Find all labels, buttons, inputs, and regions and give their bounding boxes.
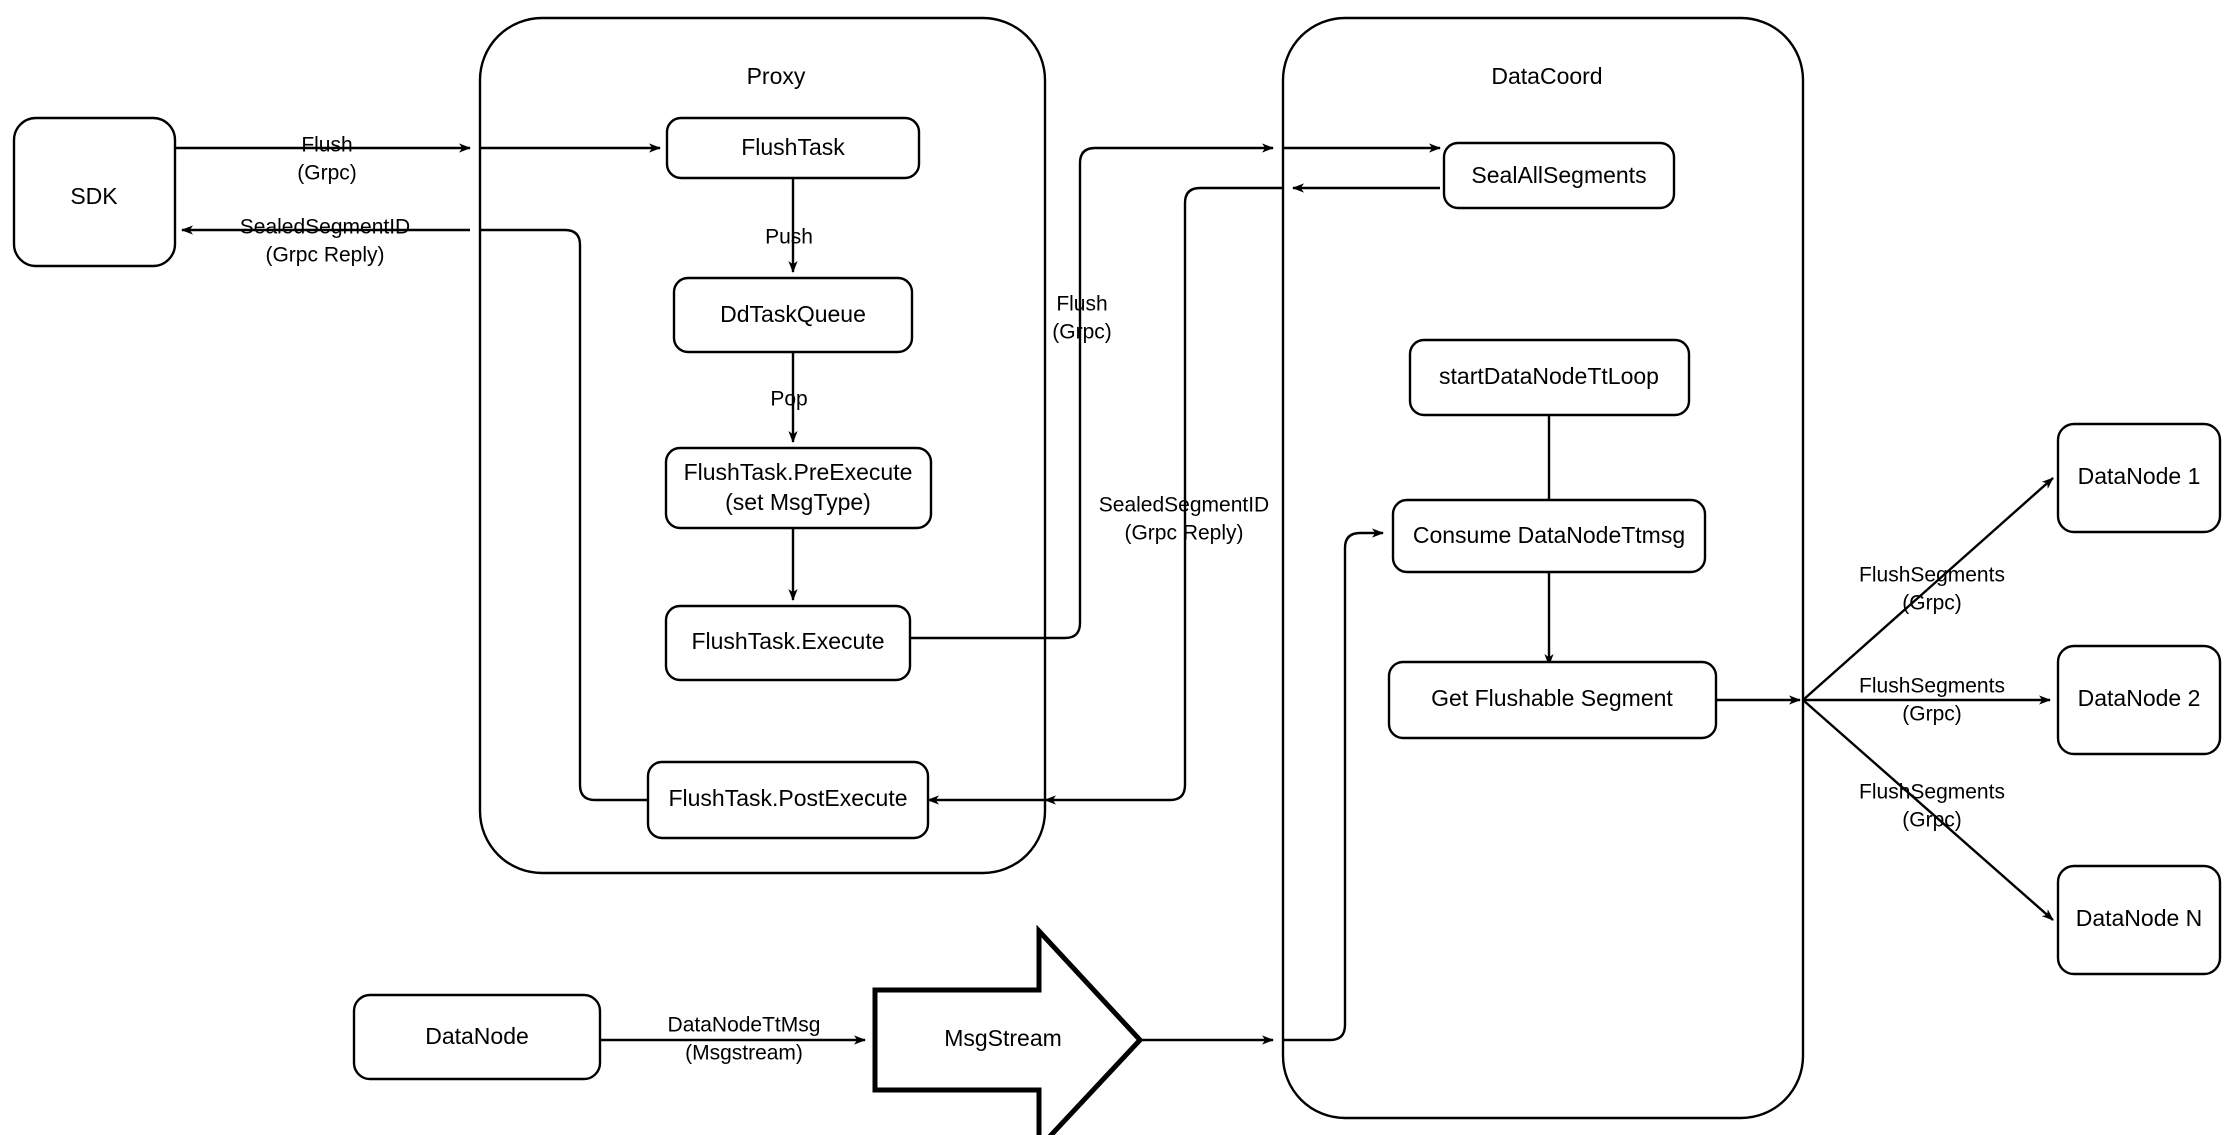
- edge-label-proxy-to-datacoord: Flush (Grpc): [1052, 293, 1112, 344]
- edge-label-flush-segments-n: FlushSegments (Grpc): [1859, 781, 2005, 832]
- edge-label-datacoord-to-proxy: SealedSegmentID (Grpc Reply): [1099, 494, 1269, 545]
- node-start-datanode-tt-loop[interactable]: startDataNodeTtLoop: [1408, 338, 1691, 417]
- edge-label-datanode-ttmsg: DataNodeTtMsg (Msgstream): [668, 1014, 821, 1065]
- node-get-flushable-segment[interactable]: Get Flushable Segment: [1387, 660, 1718, 740]
- datanode-2-box-shape: [2056, 644, 2222, 756]
- ddtaskqueue-box-shape: [672, 276, 914, 354]
- edge-label-flushsegments-n-line1: FlushSegments: [1859, 781, 2005, 804]
- edge-label-flush-grpc-line1: Flush: [301, 134, 352, 157]
- edge-label-flushsegments-2-line1: FlushSegments: [1859, 675, 2005, 698]
- node-datanode-1[interactable]: DataNode 1: [2056, 422, 2222, 534]
- edge-label-sealedsegmentid-line1: SealedSegmentID: [240, 216, 410, 239]
- proxy-container-label: Proxy: [747, 63, 806, 89]
- flushtask-box-shape: [665, 116, 921, 180]
- datanode-1-label: DataNode 1: [2078, 463, 2201, 489]
- node-datanode-source[interactable]: DataNode: [352, 993, 602, 1081]
- get-flushable-segment-label: Get Flushable Segment: [1431, 685, 1673, 711]
- node-ddtaskqueue[interactable]: DdTaskQueue: [672, 276, 914, 354]
- edge-label-flush-datacoord-line1: Flush: [1056, 293, 1107, 316]
- edge-label-flushsegments-1-line2: (Grpc): [1902, 592, 1962, 615]
- edge-label-datanodettmsg-line2: (Msgstream): [685, 1042, 803, 1065]
- edge-postexecute-to-sdk-rail: [480, 228, 648, 802]
- edge-label-push: Push: [765, 226, 813, 249]
- edge-label-sealedsegmentid-reply-line1: SealedSegmentID: [1099, 494, 1269, 517]
- datanode-2-label: DataNode 2: [2078, 685, 2201, 711]
- datacoord-container-label: DataCoord: [1491, 63, 1602, 89]
- edge-label-flushsegments-1-line1: FlushSegments: [1859, 564, 2005, 587]
- preexecute-box-shape: [664, 446, 933, 530]
- execute-label: FlushTask.Execute: [691, 628, 884, 654]
- preexecute-label-line1: FlushTask.PreExecute: [684, 459, 913, 485]
- datanode-1-box-shape: [2056, 422, 2222, 534]
- edge-label-flush-segments-1: FlushSegments (Grpc): [1859, 564, 2005, 615]
- preexecute-label-line2: (set MsgType): [725, 489, 871, 515]
- consume-datanode-ttmsg-box-shape: [1391, 498, 1707, 574]
- node-datanode-2[interactable]: DataNode 2: [2056, 644, 2222, 756]
- edge-label-proxy-to-sdk: SealedSegmentID (Grpc Reply): [240, 216, 410, 267]
- msgstream-arrow-shape: [872, 924, 1144, 1135]
- node-datanode-n[interactable]: DataNode N: [2056, 864, 2222, 976]
- edge-label-flush-datacoord-line2: (Grpc): [1052, 321, 1112, 344]
- start-datanode-tt-loop-box-shape: [1408, 338, 1691, 417]
- edge-label-flush-grpc-line2: (Grpc): [297, 162, 357, 185]
- ddtaskqueue-label: DdTaskQueue: [720, 301, 866, 327]
- execute-box-shape: [664, 604, 912, 682]
- node-msgstream[interactable]: MsgStream: [872, 924, 1144, 1135]
- node-flushtask-postexecute[interactable]: FlushTask.PostExecute: [646, 760, 930, 840]
- node-consume-datanode-ttmsg[interactable]: Consume DataNodeTtmsg: [1391, 498, 1707, 574]
- edge-label-flush-segments-2: FlushSegments (Grpc): [1859, 675, 2005, 726]
- datanode-n-box-shape: [2056, 864, 2222, 976]
- edge-datacoord-reply-to-proxy-rail: [1044, 186, 1283, 805]
- edge-hub-to-datanoden: [1802, 699, 2054, 921]
- edge-label-datanodettmsg-line1: DataNodeTtMsg: [668, 1014, 821, 1037]
- node-sealallsegments[interactable]: SealAllSegments: [1442, 141, 1676, 210]
- edge-label-sdk-to-proxy: Flush (Grpc): [297, 134, 357, 185]
- postexecute-label: FlushTask.PostExecute: [668, 785, 907, 811]
- datanode-source-box-shape: [352, 993, 602, 1081]
- edge-label-pop: Pop: [770, 388, 807, 411]
- edge-label-sealedsegmentid-reply-line2: (Grpc Reply): [1124, 522, 1243, 545]
- consume-datanode-ttmsg-label: Consume DataNodeTtmsg: [1413, 522, 1685, 548]
- edge-datacoord-boundary-to-consume: [1283, 528, 1384, 1042]
- sealallsegments-box-shape: [1442, 141, 1676, 210]
- edge-label-sealedsegmentid-line2: (Grpc Reply): [265, 244, 384, 267]
- datanode-n-label: DataNode N: [2076, 905, 2203, 931]
- start-datanode-tt-loop-label: startDataNodeTtLoop: [1439, 363, 1659, 389]
- datanode-source-label: DataNode: [425, 1023, 529, 1049]
- edge-label-flushsegments-2-line2: (Grpc): [1902, 703, 1962, 726]
- edge-execute-to-datacoord: [910, 143, 1274, 640]
- node-flushtask[interactable]: FlushTask: [665, 116, 921, 180]
- edge-hub-to-datanode1: [1802, 477, 2054, 701]
- postexecute-box-shape: [646, 760, 930, 840]
- node-flushtask-execute[interactable]: FlushTask.Execute: [664, 604, 912, 682]
- get-flushable-segment-box-shape: [1387, 660, 1718, 740]
- edge-label-flushsegments-n-line2: (Grpc): [1902, 809, 1962, 832]
- node-sdk[interactable]: SDK: [12, 116, 177, 268]
- sdk-label: SDK: [70, 183, 118, 209]
- flushtask-label: FlushTask: [741, 134, 845, 160]
- msgstream-label: MsgStream: [944, 1025, 1062, 1051]
- node-flushtask-preexecute[interactable]: FlushTask.PreExecute (set MsgType): [664, 446, 933, 530]
- sdk-box-shape: [12, 116, 177, 268]
- sealallsegments-label: SealAllSegments: [1471, 162, 1646, 188]
